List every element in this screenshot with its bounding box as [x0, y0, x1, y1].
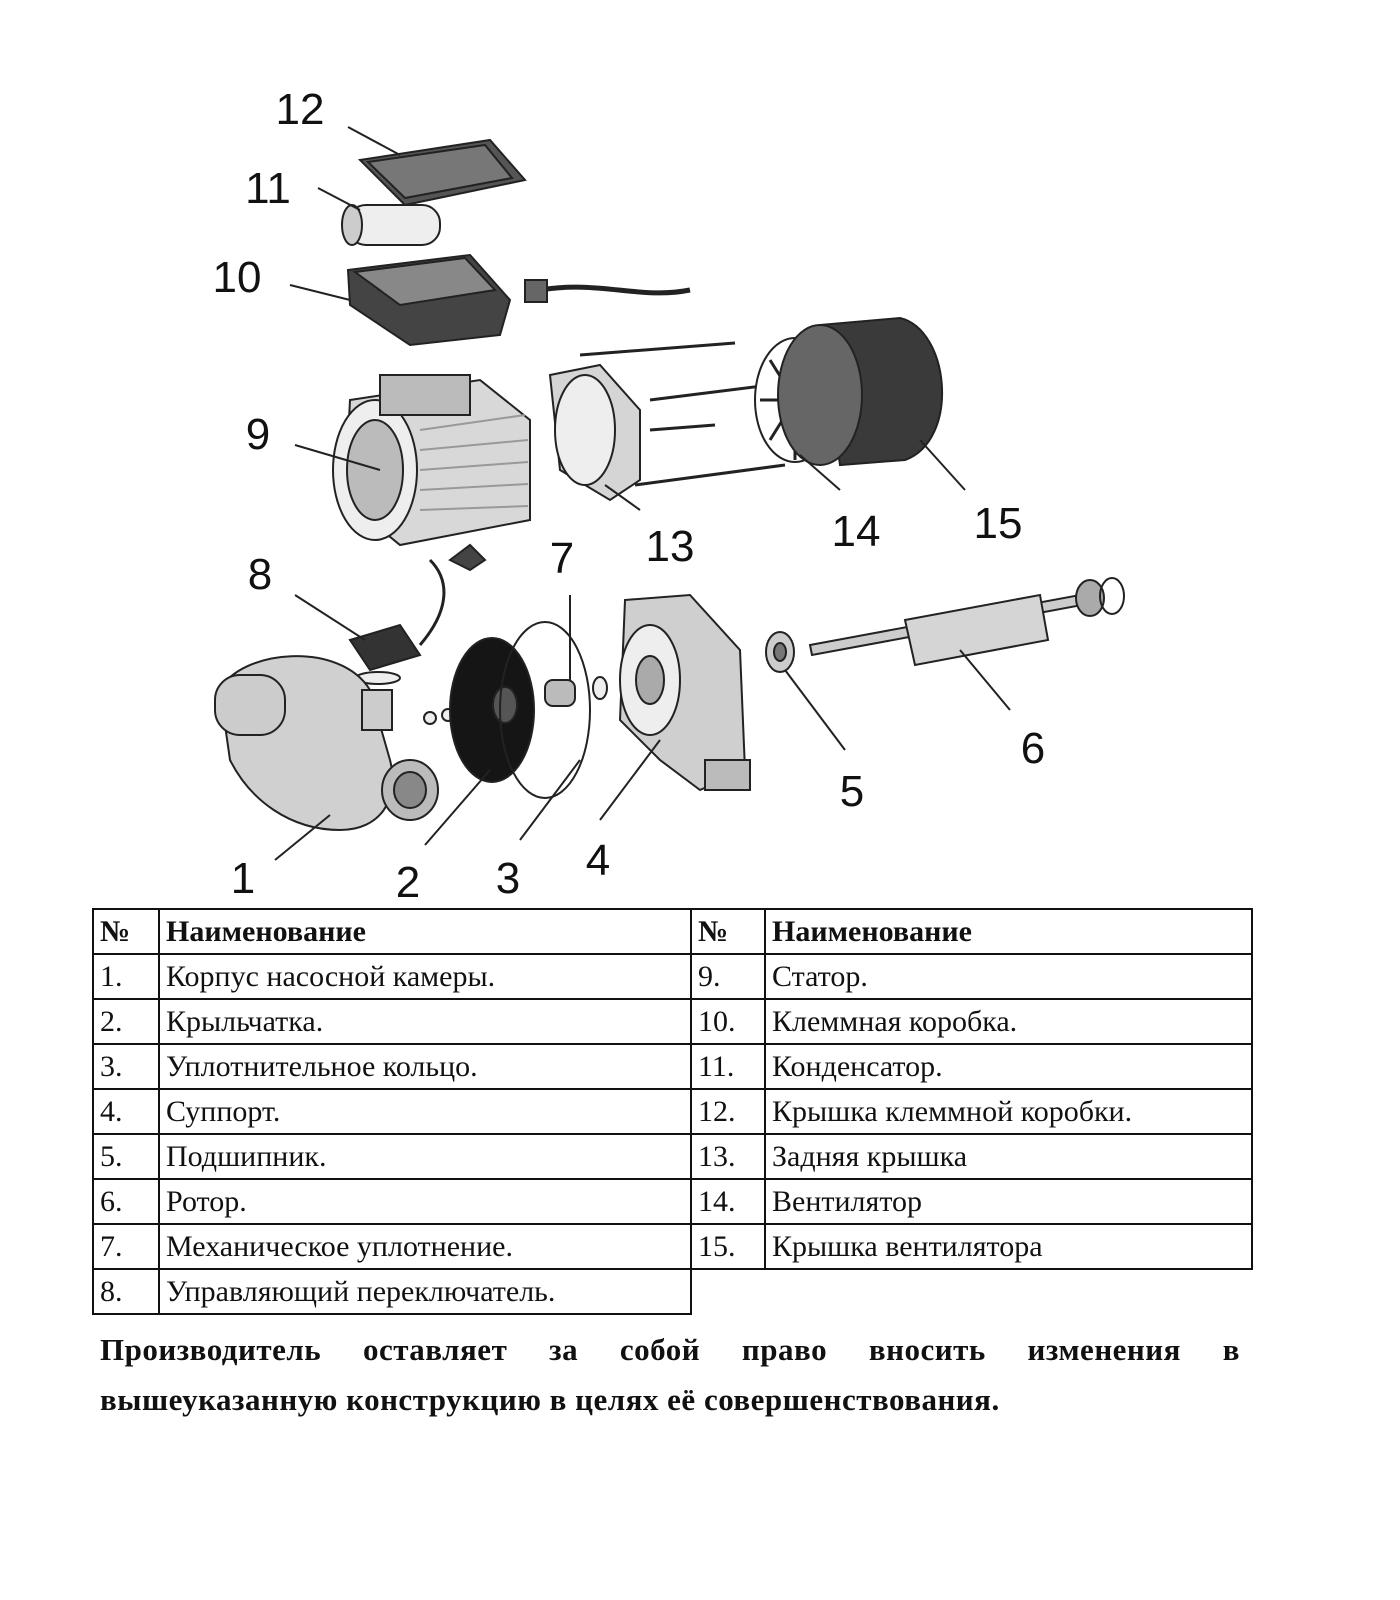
part-num: 4.: [92, 1088, 160, 1135]
part-num: 9.: [690, 953, 766, 1000]
part-support-bracket: [618, 593, 751, 792]
header-name: Наименование: [764, 908, 1253, 955]
part-name: Клеммная коробка.: [764, 998, 1253, 1045]
parts-table: № Наименование № Наименование 1.Корпус н…: [92, 908, 1253, 1315]
part-name: Статор.: [764, 953, 1253, 1000]
part-terminal-box-cover: [357, 138, 527, 207]
header-num: №: [690, 908, 766, 955]
header-name: Наименование: [158, 908, 692, 955]
table-row: 7.Механическое уплотнение. 15.Крышка вен…: [92, 1223, 1253, 1270]
part-mechanical-seal: [544, 676, 608, 707]
part-name: Крышка клеммной коробки.: [764, 1088, 1253, 1135]
part-num: 6.: [92, 1178, 160, 1225]
callout-7: 7: [550, 534, 574, 583]
table-row: 5.Подшипник. 13.Задняя крышка: [92, 1133, 1253, 1180]
table-row: 8.Управляющий переключатель.: [92, 1268, 1252, 1315]
part-name: Задняя крышка: [764, 1133, 1253, 1180]
part-num: 11.: [690, 1043, 766, 1090]
part-name: Управляющий переключатель.: [158, 1268, 692, 1315]
callout-2: 2: [396, 858, 420, 900]
part-name: Ротор.: [158, 1178, 692, 1225]
part-name: Конденсатор.: [764, 1043, 1253, 1090]
callout-6: 6: [1021, 724, 1045, 773]
table-row: 3.Уплотнительное кольцо. 11.Конденсатор.: [92, 1043, 1253, 1090]
part-impeller: [449, 637, 535, 783]
callout-12: 12: [276, 85, 325, 134]
table-row: 6.Ротор. 14.Вентилятор: [92, 1178, 1253, 1225]
callout-13: 13: [646, 522, 695, 571]
part-num: 7.: [92, 1223, 160, 1270]
part-name: Корпус насосной камеры.: [158, 953, 692, 1000]
empty-cell: [691, 1268, 1252, 1314]
part-name: Механическое уплотнение.: [158, 1223, 692, 1270]
part-pump-housing: [214, 655, 439, 832]
callout-9: 9: [246, 410, 270, 459]
callout-3: 3: [496, 854, 520, 900]
callout-10: 10: [213, 253, 262, 302]
part-stator: [332, 374, 531, 547]
callout-11: 11: [245, 164, 291, 213]
part-terminal-box: [346, 253, 691, 347]
part-bearing: [765, 631, 795, 673]
exploded-view-diagram: 1 2 3 4 5 6 7 8 9 10 11 12 13 14 15: [213, 85, 1125, 900]
part-capacitor: [341, 204, 441, 246]
part-fan-cover: [777, 316, 944, 467]
part-num: 13.: [690, 1133, 766, 1180]
part-num: 2.: [92, 998, 160, 1045]
table-row: 4.Суппорт. 12.Крышка клеммной коробки.: [92, 1088, 1253, 1135]
part-num: 12.: [690, 1088, 766, 1135]
part-num: 1.: [92, 953, 160, 1000]
callout-15: 15: [974, 499, 1023, 548]
part-num: 3.: [92, 1043, 160, 1090]
part-name: Крыльчатка.: [158, 998, 692, 1045]
header-num: №: [92, 908, 160, 955]
table-row: 2.Крыльчатка. 10.Клеммная коробка.: [92, 998, 1253, 1045]
table-row: 1.Корпус насосной камеры. 9.Статор.: [92, 953, 1253, 1000]
part-num: 10.: [690, 998, 766, 1045]
callout-14: 14: [832, 507, 881, 556]
note-line-1: Производитель оставляет за собой право в…: [100, 1332, 1240, 1367]
part-name: Подшипник.: [158, 1133, 692, 1180]
callout-4: 4: [586, 836, 610, 885]
part-num: 5.: [92, 1133, 160, 1180]
manufacturer-note: Производитель оставляет за собой право в…: [100, 1325, 1240, 1425]
note-line-2: вышеуказанную конструкцию в целях её сов…: [100, 1382, 1000, 1417]
callout-5: 5: [840, 767, 864, 816]
table-header-row: № Наименование № Наименование: [92, 908, 1253, 955]
part-rotor: [808, 577, 1125, 667]
part-name: Крышка вентилятора: [764, 1223, 1253, 1270]
part-rear-cover: [548, 341, 786, 502]
part-num: 15.: [690, 1223, 766, 1270]
leader-lines: [274, 126, 1011, 861]
part-num: 14.: [690, 1178, 766, 1225]
part-o-ring: [499, 621, 591, 799]
part-control-switch: [348, 543, 487, 685]
part-name: Уплотнительное кольцо.: [158, 1043, 692, 1090]
callout-1: 1: [231, 854, 255, 900]
callout-8: 8: [248, 550, 272, 599]
part-name: Вентилятор: [764, 1178, 1253, 1225]
part-name: Суппорт.: [158, 1088, 692, 1135]
part-num: 8.: [92, 1268, 160, 1315]
